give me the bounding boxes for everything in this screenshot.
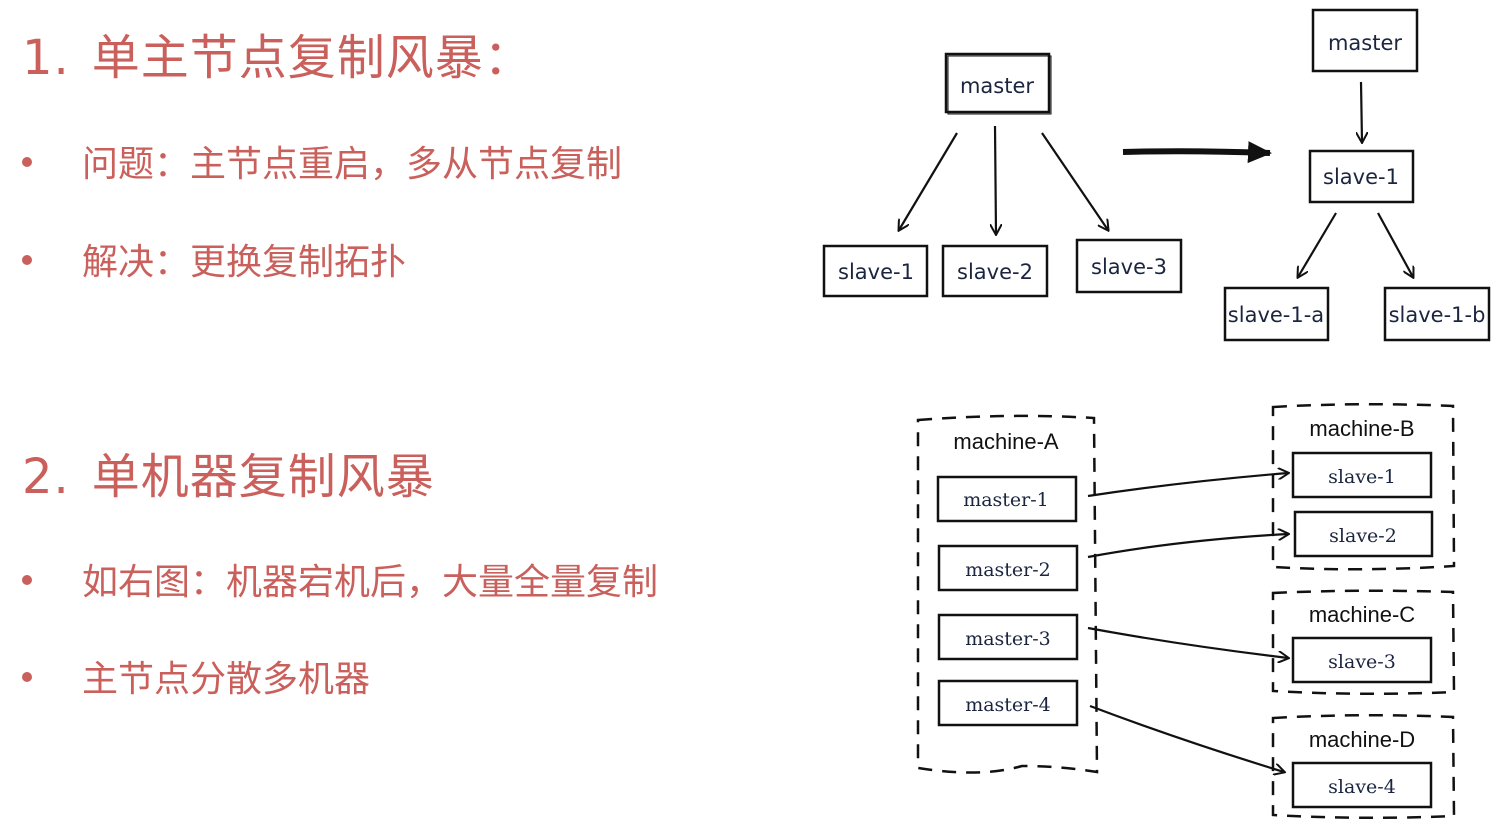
node-slave-1-a: slave-1-a bbox=[1223, 286, 1330, 342]
section2-heading: 2. 单机器复制风暴 bbox=[22, 437, 435, 507]
node-slave-4-d: slave-4 bbox=[1291, 761, 1433, 809]
edge-master-slave-1-after bbox=[1361, 81, 1362, 142]
bullet-text: 解决：更换复制拓扑 bbox=[82, 242, 407, 283]
section2-number: 2. bbox=[22, 449, 70, 505]
node-master-1-label: master-1 bbox=[963, 489, 1049, 511]
edge-master-4-slave-4 bbox=[1089, 704, 1284, 772]
edge-master-2-slave-2 bbox=[1087, 534, 1288, 559]
section1-number: 1. bbox=[22, 30, 70, 86]
node-slave-3-label: slave-3 bbox=[1091, 255, 1167, 279]
node-slave-4-machine-d-label: slave-4 bbox=[1328, 776, 1396, 798]
section1-bullet-2: 解决：更换复制拓扑 bbox=[22, 233, 406, 285]
section1-title: 单主节点复制风暴： bbox=[91, 30, 533, 86]
bullet-dot bbox=[22, 255, 32, 265]
node-master-1: master-1 bbox=[936, 475, 1078, 523]
node-master-2-label: master-2 bbox=[965, 559, 1051, 581]
node-slave-3-machine-c-label: slave-3 bbox=[1328, 651, 1396, 673]
node-slave-3: slave-3 bbox=[1075, 238, 1183, 294]
bullet-dot bbox=[22, 672, 32, 682]
section2-bullet-2: 主节点分散多机器 bbox=[22, 650, 370, 702]
section1-bullet-1: 问题：主节点重启，多从节点复制 bbox=[22, 135, 622, 187]
machine-a: machine-A master-1 master-2 master-3 mas… bbox=[916, 414, 1099, 774]
bullet-dot bbox=[22, 157, 32, 167]
bullet-dot bbox=[22, 575, 32, 585]
machine-d: machine-D slave-4 bbox=[1271, 713, 1456, 820]
node-master-after-label: master bbox=[1328, 31, 1402, 55]
edge-master-1-slave-1 bbox=[1087, 473, 1288, 498]
node-slave-2-machine-b-label: slave-2 bbox=[1329, 525, 1397, 547]
machine-b-label: machine-B bbox=[1309, 416, 1414, 441]
edge-slave-1-slave-1-a bbox=[1298, 212, 1337, 277]
section2-title: 单机器复制风暴 bbox=[91, 449, 435, 505]
machine-a-label: machine-A bbox=[953, 429, 1058, 454]
edge-master-slave-2 bbox=[995, 125, 996, 234]
node-slave-1-b-label: slave-1-b bbox=[1389, 303, 1486, 327]
edge-slave-1-slave-1-b bbox=[1377, 212, 1413, 277]
node-master-label: master bbox=[960, 74, 1034, 98]
machine-d-label: machine-D bbox=[1309, 727, 1415, 752]
node-slave-1-label: slave-1 bbox=[838, 260, 914, 284]
node-master: master bbox=[944, 52, 1052, 115]
section1-heading: 1. 单主节点复制风暴： bbox=[22, 18, 533, 88]
node-slave-2-label: slave-2 bbox=[957, 260, 1033, 284]
edge-master-3-slave-3 bbox=[1087, 626, 1288, 658]
node-slave-1-machine-b-label: slave-1 bbox=[1328, 466, 1396, 488]
node-master-3: master-3 bbox=[937, 613, 1079, 661]
node-slave-1-b: slave-1-b bbox=[1383, 286, 1491, 342]
bullet-text: 如右图：机器宕机后，大量全量复制 bbox=[82, 562, 659, 603]
node-slave-1-b: slave-1 bbox=[1291, 451, 1433, 499]
node-master-4-label: master-4 bbox=[965, 694, 1051, 716]
edge-master-slave-1 bbox=[899, 132, 958, 230]
machine-c-label: machine-C bbox=[1309, 602, 1415, 627]
node-master-2: master-2 bbox=[937, 544, 1079, 592]
machine-b: machine-B slave-1 slave-2 bbox=[1271, 402, 1456, 571]
diagram1-after: master slave-1 slave-1-a slave-1-b bbox=[1223, 8, 1491, 342]
edge-master-slave-3 bbox=[1041, 132, 1108, 230]
machine-c: machine-C slave-3 bbox=[1271, 589, 1456, 696]
node-slave-1-after-label: slave-1 bbox=[1323, 165, 1399, 189]
node-slave-3-c: slave-3 bbox=[1291, 636, 1433, 684]
bullet-text: 主节点分散多机器 bbox=[82, 659, 371, 700]
diagram2: machine-A master-1 master-2 master-3 mas… bbox=[916, 402, 1456, 820]
bullet-text: 问题：主节点重启，多从节点复制 bbox=[82, 144, 623, 185]
node-slave-2: slave-2 bbox=[941, 244, 1049, 298]
diagram1-before: master slave-1 slave-2 slave-3 bbox=[822, 52, 1183, 298]
transform-arrow bbox=[1122, 141, 1272, 164]
node-master-3-label: master-3 bbox=[965, 628, 1051, 650]
node-slave-2-b: slave-2 bbox=[1293, 510, 1434, 558]
node-master-after: master bbox=[1311, 8, 1419, 73]
node-slave-1-a-label: slave-1-a bbox=[1228, 303, 1324, 327]
node-master-4: master-4 bbox=[937, 679, 1079, 727]
node-slave-1-after: slave-1 bbox=[1308, 149, 1415, 204]
section2-bullet-1: 如右图：机器宕机后，大量全量复制 bbox=[22, 553, 658, 605]
node-slave-1: slave-1 bbox=[822, 244, 929, 298]
